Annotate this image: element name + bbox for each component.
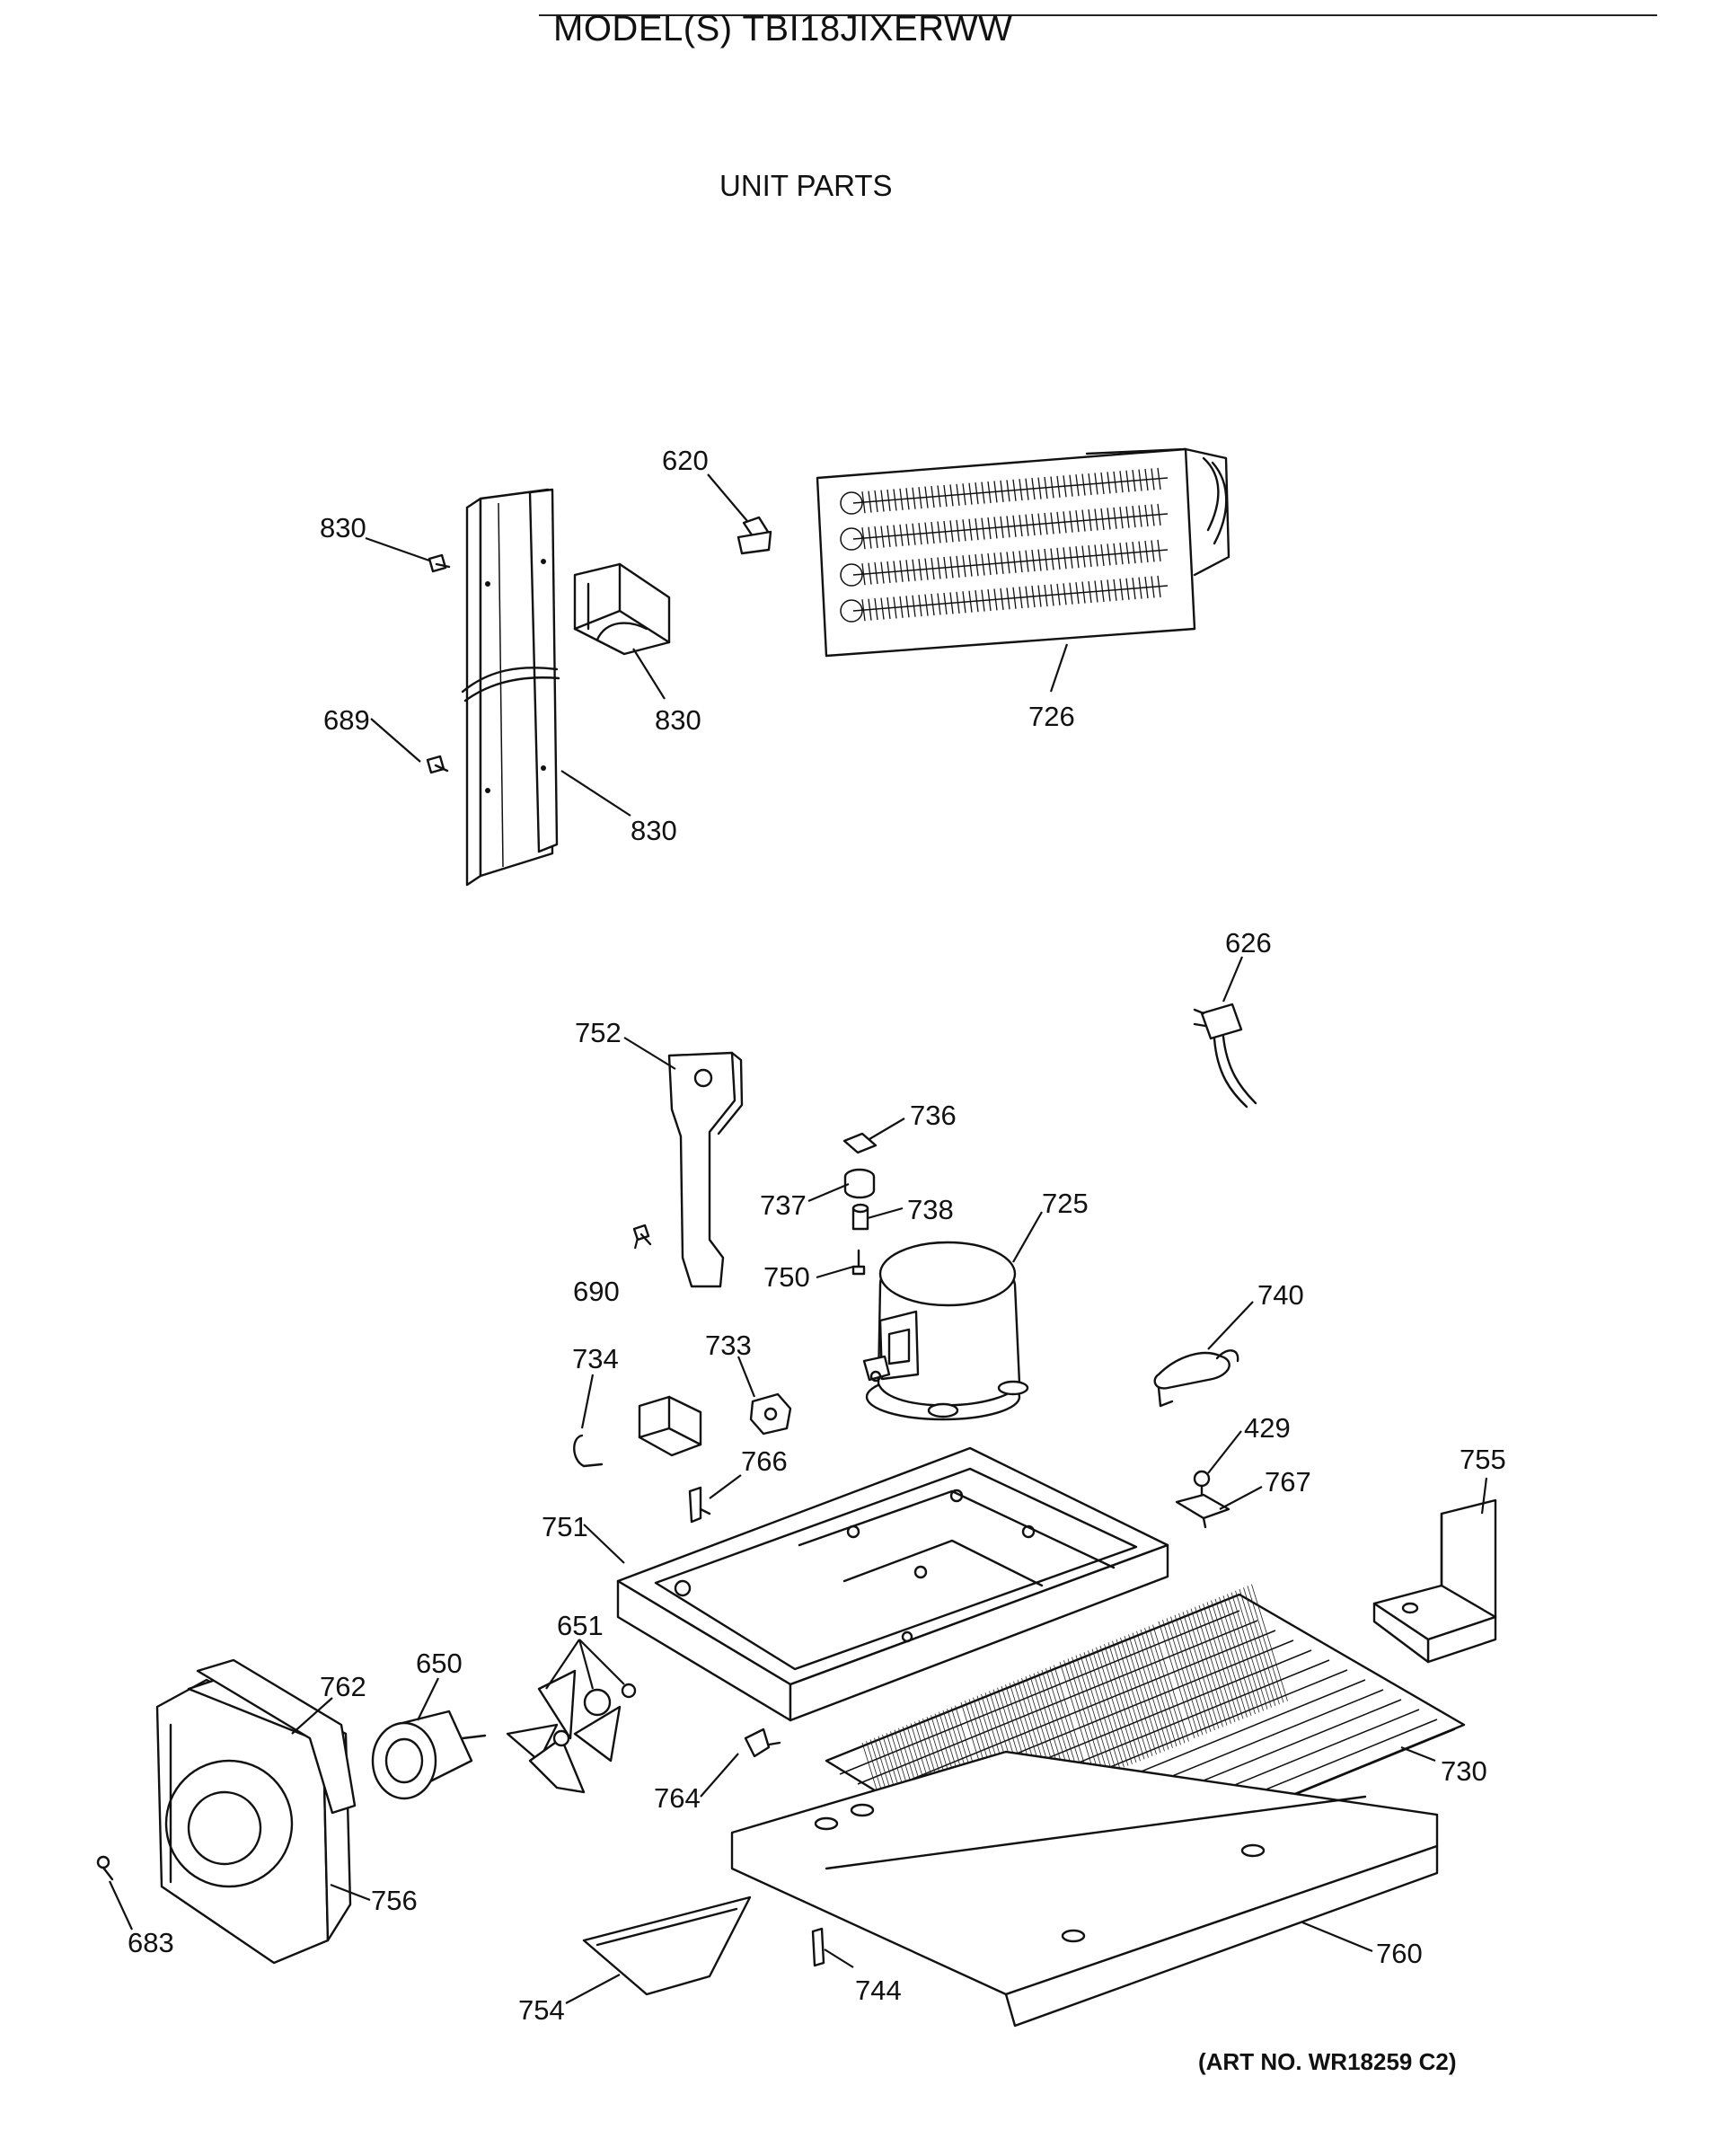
base-pan [616,1446,1169,1722]
callout-740: 740 [1257,1279,1304,1311]
callout-725: 725 [1042,1188,1089,1219]
callout-766: 766 [741,1445,788,1477]
screw [428,553,451,573]
callout-760: 760 [1376,1938,1423,1969]
callout-620: 620 [662,445,709,476]
mounting-bracket [667,1051,744,1288]
callout-730: 730 [1441,1755,1487,1787]
callout-650: 650 [416,1648,463,1679]
callout-683: 683 [128,1927,174,1958]
callout-733: 733 [705,1330,752,1361]
drain-pan [730,1750,1439,2028]
compressor [862,1241,1029,1421]
corner-bracket [1372,1498,1497,1664]
callout-726: 726 [1028,701,1075,732]
callout-738: 738 [907,1194,954,1225]
bracket-767 [1175,1493,1230,1529]
callout-755: 755 [1460,1444,1506,1475]
section-title: UNIT PARTS [719,169,893,202]
grommet-stack [842,1132,878,1276]
callout-651: 651 [557,1610,604,1641]
callout-830: 830 [320,512,366,543]
model-title: MODEL(S) TBI18JIXERWW [553,9,1013,49]
evaporator-coil [816,447,1230,658]
start-relay [749,1392,792,1436]
callout-754: 754 [518,1994,565,2026]
wire-clip [1153,1349,1239,1408]
clip-766 [688,1486,711,1524]
clip-764 [744,1727,781,1758]
callout-744: 744 [855,1975,902,2006]
callout-734: 734 [572,1343,619,1374]
clip-620 [737,516,772,555]
screw [632,1224,652,1246]
screw [426,755,449,774]
clip-744 [811,1927,825,1967]
callout-737: 737 [760,1189,807,1221]
channel-bracket [461,488,560,887]
callout-762: 762 [320,1671,366,1702]
relay-box [573,562,671,656]
callout-830: 830 [631,815,677,846]
screw [96,1855,114,1881]
leader-lines [109,473,1488,2004]
callout-751: 751 [542,1511,588,1542]
callout-689: 689 [323,704,370,736]
callout-756: 756 [371,1885,418,1916]
callout-736: 736 [910,1100,957,1131]
overload-clip [573,1395,702,1468]
art-number: (ART NO. WR18259 C2) [1198,2048,1457,2075]
header-rule [539,14,1657,16]
callout-626: 626 [1225,927,1272,959]
power-cord [1193,1003,1257,1109]
callout-690: 690 [573,1276,620,1307]
callout-labels: 620 830 830 830 689 726 626 752 736 737 … [128,445,1506,2026]
callout-764: 764 [654,1782,701,1814]
fan-blade [506,1669,637,1794]
callout-830: 830 [655,704,701,736]
fan-motor [371,1710,487,1800]
callout-752: 752 [575,1017,622,1048]
gasket [196,1658,357,1815]
callout-767: 767 [1265,1466,1311,1498]
screw [1193,1470,1211,1500]
callout-750: 750 [763,1261,810,1293]
air-duct [582,1895,752,1996]
callout-429: 429 [1244,1412,1291,1444]
